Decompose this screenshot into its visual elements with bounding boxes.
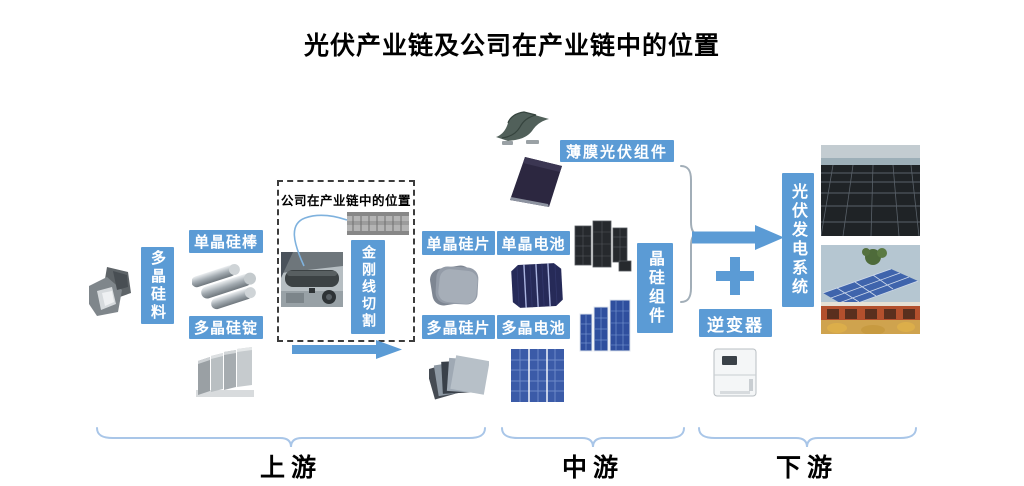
mono-wafer-image <box>427 262 484 308</box>
stage-label-midstream: 中游 <box>561 453 624 482</box>
label-mono-cell: 单晶电池 <box>497 231 570 255</box>
blue-panels-image <box>578 299 631 353</box>
poly-cell-image <box>511 349 564 402</box>
poly-wafer-image <box>429 349 489 402</box>
label-poly-ingot: 多晶硅锭 <box>189 316 263 339</box>
label-pv-power-system: 光伏发电系统 <box>782 173 814 307</box>
wire-cutting-machine-image <box>281 252 343 307</box>
downstream-brace <box>697 423 918 449</box>
label-polysilicon-material: 多晶硅料 <box>141 247 174 324</box>
connector-curve <box>283 202 355 268</box>
label-thin-film-module: 薄膜光伏组件 <box>560 140 674 162</box>
silicon-rods-image <box>192 260 256 312</box>
thin-film-panel-image <box>510 157 562 207</box>
silicon-ingots-image <box>196 346 254 397</box>
flow-arrow-large <box>692 225 784 250</box>
plus-icon <box>716 257 754 295</box>
upstream-brace <box>95 423 487 449</box>
rooftop-solar-image <box>821 245 920 334</box>
midstream-brace <box>500 423 686 449</box>
solar-farm-image <box>821 145 920 236</box>
inverter-image <box>713 348 757 397</box>
polysilicon-image <box>87 263 133 321</box>
label-poly-wafer: 多晶硅片 <box>422 315 495 339</box>
label-diamond-wire-cutting: 金刚线切割 <box>351 240 385 334</box>
label-poly-cell: 多晶电池 <box>497 315 570 339</box>
label-inverter: 逆变器 <box>699 309 772 337</box>
dark-panels-image <box>574 219 634 272</box>
company-position-box: 公司在产业链中的位置 <box>277 180 415 342</box>
label-mono-rod: 单晶硅棒 <box>189 230 263 253</box>
stage-label-upstream: 上游 <box>259 453 322 482</box>
stage-label-downstream: 下游 <box>775 453 838 482</box>
mono-cell-image <box>511 263 563 308</box>
label-crystalline-module: 晶硅组件 <box>637 243 673 333</box>
page-title: 光伏产业链及公司在产业链中的位置 <box>303 31 720 60</box>
flow-arrow-small <box>292 340 402 359</box>
company-position-title: 公司在产业链中的位置 <box>280 193 411 208</box>
flexible-thin-film-image <box>494 110 552 147</box>
diamond-wire-image <box>347 212 409 235</box>
label-mono-wafer: 单晶硅片 <box>422 231 495 255</box>
